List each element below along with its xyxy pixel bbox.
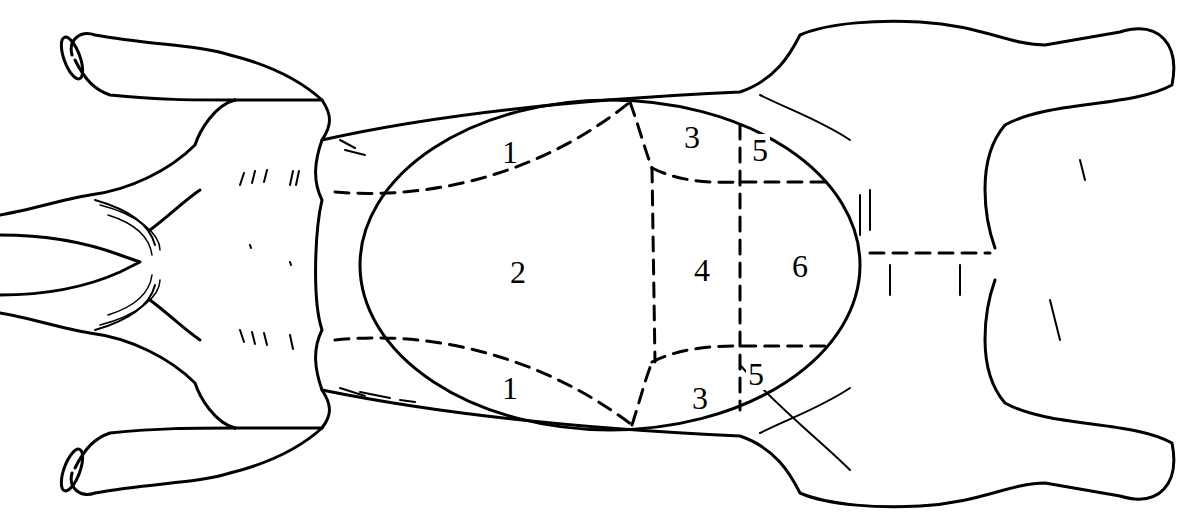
- callout-number: 1: [500, 372, 520, 404]
- callout-number: 6: [790, 250, 810, 282]
- callout-number: 5: [746, 358, 766, 390]
- callout-number: 3: [690, 382, 710, 414]
- callout-number: 1: [500, 136, 520, 168]
- callout-number: 2: [508, 256, 528, 288]
- callout-number: 3: [682, 121, 702, 153]
- callout-number: 5: [750, 134, 770, 166]
- callout-number: 4: [692, 254, 712, 286]
